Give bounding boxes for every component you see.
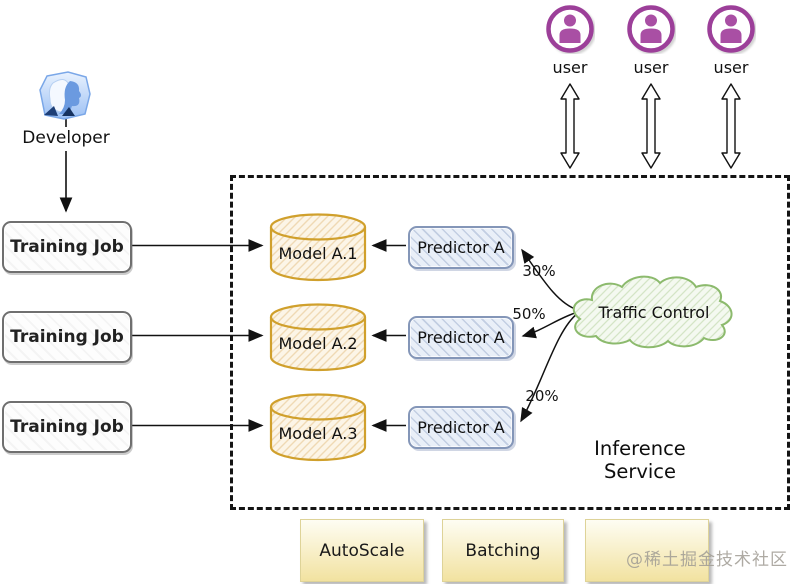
developer-label: Developer: [22, 128, 110, 148]
batching-box: Batching: [442, 519, 564, 582]
developer-icon: [39, 71, 91, 120]
batching-label: Batching: [465, 540, 541, 561]
user-icon: [627, 5, 675, 53]
inference-service-title: Inference Service: [558, 437, 722, 483]
user-label: user: [713, 58, 749, 77]
predictor-label: Predictor A: [417, 328, 505, 347]
watermark: @稀土掘金技术社区: [626, 550, 788, 570]
traffic-split-30: 30%: [522, 262, 556, 280]
predictor-label: Predictor A: [417, 418, 505, 437]
predictor-label: Predictor A: [417, 238, 505, 257]
user-label: user: [633, 58, 669, 77]
training-job-label: Training Job: [10, 327, 124, 347]
predictor-node: Predictor A: [408, 226, 514, 269]
user-icon: [707, 5, 755, 53]
autoscale-label: AutoScale: [319, 540, 405, 561]
training-job-node: Training Job: [2, 221, 132, 273]
model-label: Model A.2: [278, 334, 358, 353]
model-label: Model A.1: [278, 244, 358, 263]
user-connection-arrows: [560, 83, 741, 169]
training-job-node: Training Job: [2, 401, 132, 453]
predictor-node: Predictor A: [408, 406, 514, 449]
inference-service-title-line1: Inference: [594, 437, 686, 460]
training-job-label: Training Job: [10, 237, 124, 257]
traffic-split-50: 50%: [512, 305, 546, 323]
autoscale-box: AutoScale: [300, 519, 424, 582]
training-job-node: Training Job: [2, 311, 132, 363]
user-icon: [546, 5, 594, 53]
predictor-node: Predictor A: [408, 316, 514, 359]
traffic-split-20: 20%: [525, 387, 559, 405]
model-label: Model A.3: [278, 424, 358, 443]
traffic-control-label: Traffic Control: [598, 303, 710, 322]
training-job-label: Training Job: [10, 417, 124, 437]
inference-service-boundary: [230, 175, 790, 510]
inference-service-title-line2: Service: [603, 460, 677, 483]
user-label: user: [552, 58, 588, 77]
feature-box-unlabeled: [585, 519, 709, 582]
